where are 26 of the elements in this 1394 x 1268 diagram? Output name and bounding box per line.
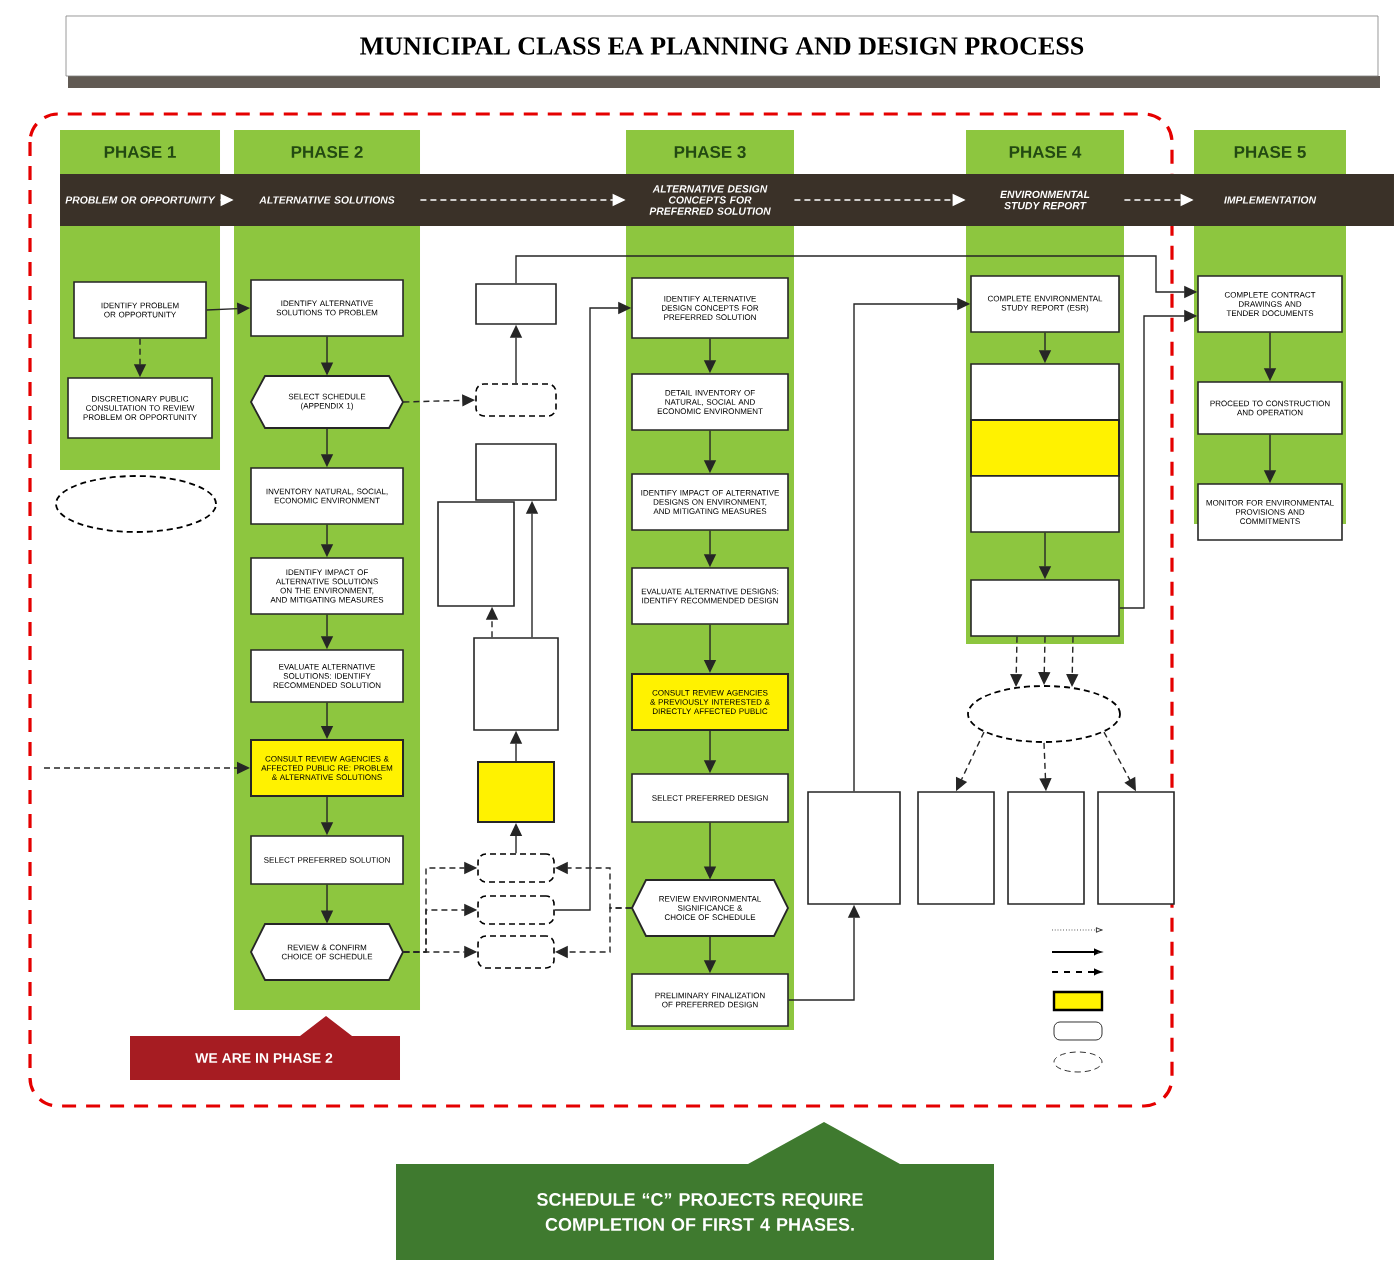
- process-box: [473, 637, 559, 731]
- dashed-rounded-box: [477, 895, 555, 925]
- dashed-rounded-box: [477, 935, 555, 969]
- dashed-rounded-box: [475, 383, 557, 417]
- process-box: [807, 791, 901, 905]
- consultation-box: [970, 419, 1120, 477]
- process-box: [475, 443, 557, 501]
- process-box: [917, 791, 995, 905]
- process-box: [1097, 791, 1175, 905]
- process-box: [1007, 791, 1085, 905]
- dashed-oval: [967, 685, 1121, 743]
- process-box: [475, 283, 557, 325]
- node-label: PHASE 4: [1009, 145, 1082, 159]
- title-bar: MUNICIPAL CLASS EA PLANNING AND DESIGN PROCESS: [65, 15, 1380, 88]
- consultation-box: [477, 761, 555, 823]
- process-box: [970, 475, 1120, 533]
- process-box: [970, 579, 1120, 637]
- node-label: PHASE 2: [291, 145, 363, 159]
- node-label: PHASE 1: [104, 145, 176, 159]
- process-box: [437, 501, 515, 607]
- dashed-rounded-box: [477, 853, 555, 883]
- node-label: PHASE 3: [674, 145, 746, 159]
- callout-banner: SCHEDULE “C” PROJECTS REQUIRE COMPLETION OF FIRST 4 PHASES.: [396, 1122, 994, 1260]
- process-box: [970, 363, 1120, 421]
- node-label: PHASE 5: [1234, 145, 1306, 159]
- dashed-oval: [55, 475, 217, 533]
